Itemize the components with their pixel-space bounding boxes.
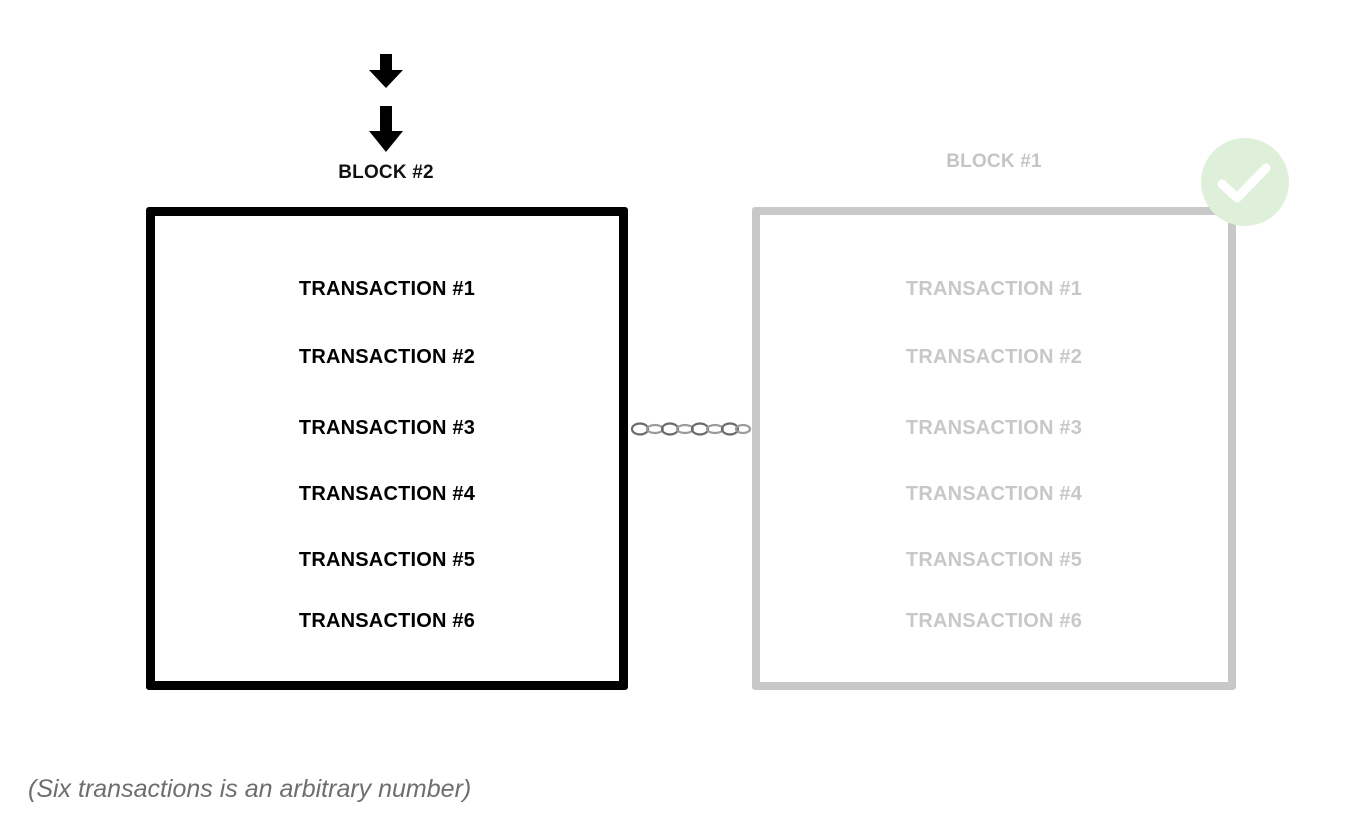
- transaction-label: TRANSACTION #3: [905, 417, 1083, 439]
- transaction-label: TRANSACTION #2: [905, 346, 1083, 368]
- checkmark-icon: [1201, 138, 1289, 226]
- transaction-label: TRANSACTION #2: [298, 346, 476, 368]
- down-arrow-icon: [369, 54, 403, 88]
- block-2-label: BLOCK #2: [338, 162, 434, 183]
- transaction-label: TRANSACTION #3: [298, 417, 476, 439]
- transaction-label: TRANSACTION #1: [298, 278, 476, 300]
- block-2: TRANSACTION #1 TRANSACTION #2 TRANSACTIO…: [146, 207, 628, 690]
- transaction-label: TRANSACTION #1: [905, 278, 1083, 300]
- transaction-label: TRANSACTION #6: [905, 610, 1083, 632]
- block-1-label: BLOCK #1: [946, 151, 1042, 172]
- caption: (Six transactions is an arbitrary number…: [28, 775, 472, 803]
- transaction-label: TRANSACTION #5: [905, 549, 1083, 571]
- transaction-label: TRANSACTION #4: [905, 483, 1083, 505]
- chain-link-icon: [630, 422, 752, 436]
- down-arrow-icon: [369, 106, 403, 152]
- transaction-label: TRANSACTION #5: [298, 549, 476, 571]
- block-1: TRANSACTION #1 TRANSACTION #2 TRANSACTIO…: [752, 207, 1236, 690]
- transaction-label: TRANSACTION #4: [298, 483, 476, 505]
- transaction-label: TRANSACTION #6: [298, 610, 476, 632]
